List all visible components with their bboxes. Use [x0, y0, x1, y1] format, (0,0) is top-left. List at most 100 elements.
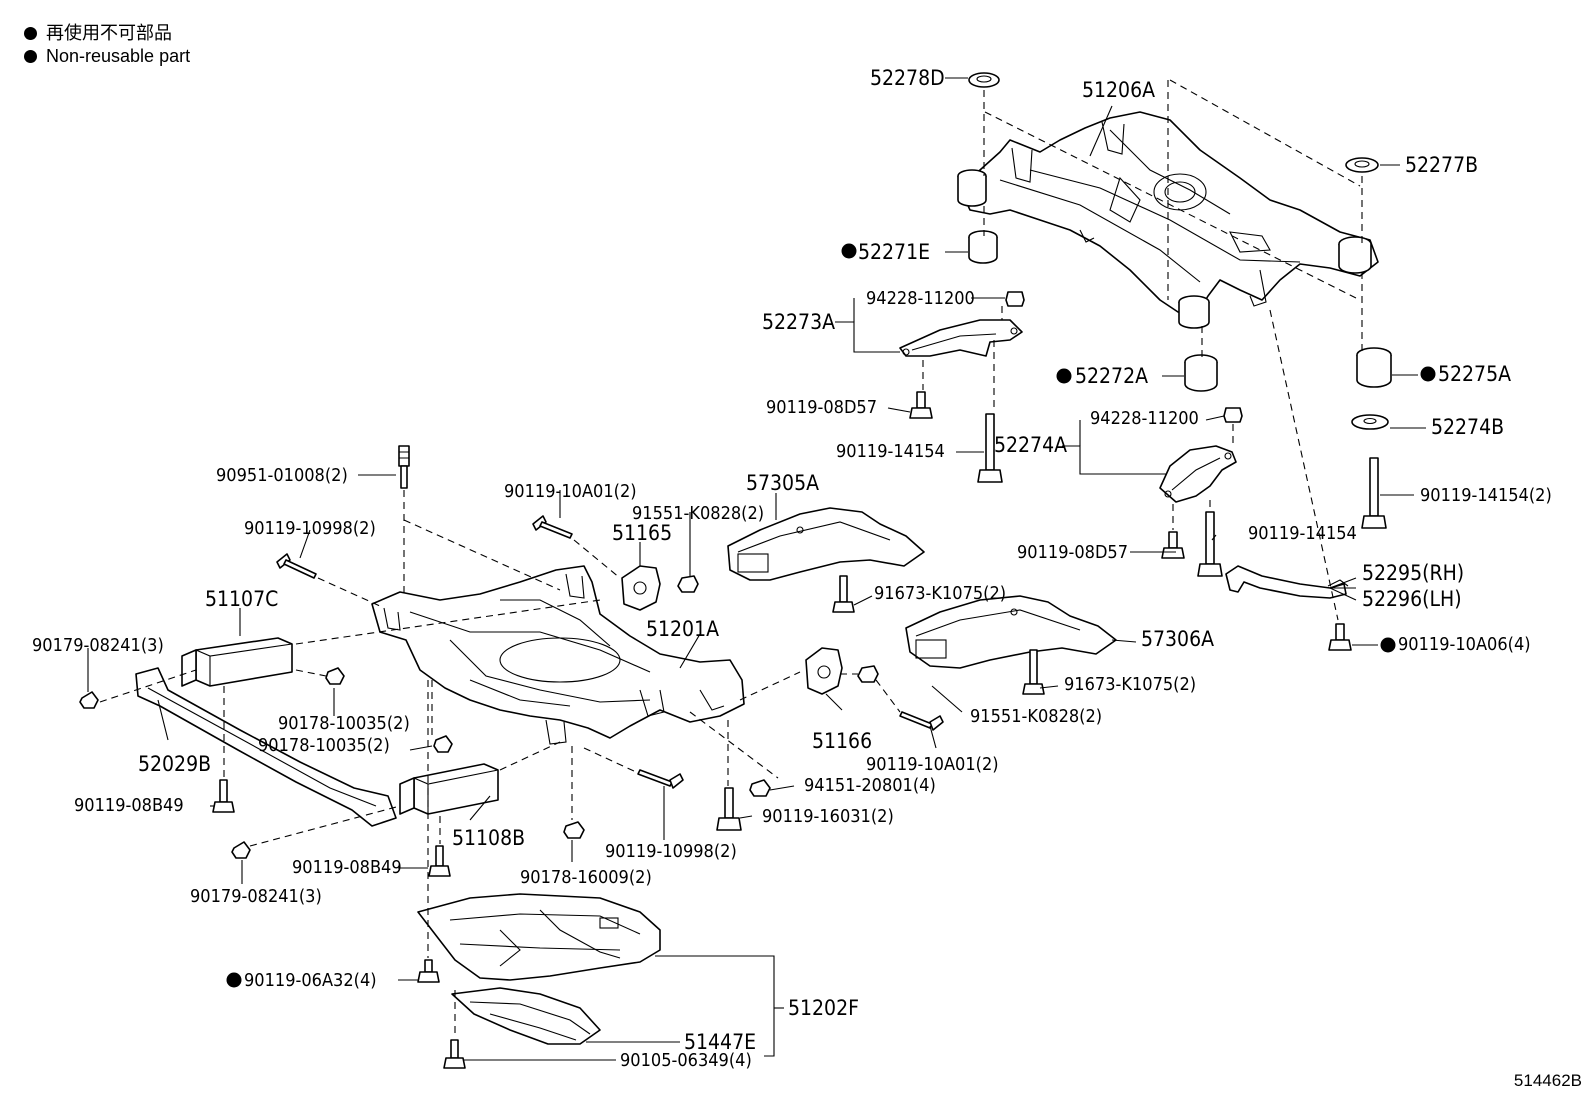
label-90119-08B49-b: 90119-08B49	[292, 857, 402, 878]
label-51202F: 51202F	[788, 996, 859, 1020]
bracket-51165	[621, 565, 661, 611]
crossmember-51201A	[371, 565, 745, 745]
label-57306A: 57306A	[1141, 627, 1214, 651]
label-52029B: 52029B	[138, 752, 211, 776]
label-90119-10A06: 90119-10A06(4)	[1398, 634, 1531, 655]
nut-90178-10035-b	[433, 735, 453, 753]
washer-52277B	[1345, 157, 1379, 173]
bushing-52278D	[968, 72, 1000, 88]
cover-51202F	[417, 893, 661, 981]
diagram-id: 514462B	[1513, 1071, 1582, 1090]
bolt-90119-10A01-b	[899, 711, 944, 731]
label-90178-10035-a: 90178-10035(2)	[278, 713, 410, 734]
bolt-90119-16031	[716, 787, 742, 831]
nut-90178-16009	[563, 821, 585, 839]
label-90178-10035-b: 90178-10035(2)	[258, 735, 390, 756]
bracket-51108B	[399, 763, 499, 815]
label-90119-16031: 90119-16031(2)	[762, 806, 894, 827]
bolt-90119-10A06	[1328, 623, 1352, 651]
label-90119-10998-b: 90119-10998(2)	[605, 841, 737, 862]
part-labels: 52278D 51206A 52277B 52271E 94228-11200 …	[32, 66, 1552, 1071]
bolt-90119-08D57-a	[909, 391, 933, 419]
non-reusable-dot-icon	[841, 243, 857, 259]
bracket-52274A	[1159, 445, 1237, 503]
bolt-90119-14154-b	[1197, 511, 1223, 577]
nut-91551-K0828-a	[677, 575, 699, 593]
non-reusable-marks	[226, 243, 1436, 988]
bracket-51107C	[181, 637, 293, 687]
bracket-52273A	[899, 319, 1023, 357]
nut-94228-11200-b	[1223, 407, 1243, 423]
cover-51447E	[451, 987, 601, 1045]
label-90119-14154-2: 90119-14154(2)	[1420, 485, 1552, 506]
label-52274B: 52274B	[1431, 415, 1504, 439]
nut-91551-K0828-b	[857, 665, 879, 683]
label-91673-K1075-b: 91673-K1075(2)	[1064, 674, 1196, 695]
label-52277B: 52277B	[1405, 153, 1478, 177]
label-90119-14154-b: 90119-14154	[1248, 523, 1357, 544]
legend-text-japanese: 再使用不可部品	[46, 23, 172, 43]
bracket-51166	[805, 647, 843, 695]
label-52271E: 52271E	[858, 240, 930, 264]
rear-subframe-51206A	[957, 111, 1379, 329]
label-52272A: 52272A	[1075, 364, 1148, 388]
bolt-90119-10998-a	[276, 553, 317, 579]
label-94228-11200-b: 94228-11200	[1090, 408, 1199, 429]
label-51108B: 51108B	[452, 826, 525, 850]
label-52278D: 52278D	[870, 66, 945, 90]
label-52273A: 52273A	[762, 310, 835, 334]
bolt-90119-08B49-b	[428, 845, 451, 877]
label-57305A: 57305A	[746, 471, 819, 495]
label-90119-06A32: 90119-06A32(4)	[244, 970, 377, 991]
non-reusable-dot-icon	[1056, 368, 1072, 384]
member-57305A	[727, 507, 925, 581]
label-90119-10A01-b: 90119-10A01(2)	[866, 754, 999, 775]
washer-52274B	[1351, 414, 1389, 430]
label-52275A: 52275A	[1438, 362, 1511, 386]
label-94151-20801: 94151-20801(4)	[804, 775, 936, 796]
label-91551-K0828-b: 91551-K0828(2)	[970, 706, 1102, 727]
legend-english: Non-reusable part	[24, 45, 190, 67]
legend-text-english: Non-reusable part	[46, 46, 191, 66]
label-52295: 52295(RH)	[1362, 561, 1464, 585]
non-reusable-dot-icon	[24, 26, 37, 40]
nut-94228-11200-a	[1005, 291, 1025, 307]
bushing-52275A	[1356, 347, 1392, 388]
bolt-90119-08B49-a	[212, 779, 235, 813]
label-90119-14154-a: 90119-14154	[836, 441, 945, 462]
non-reusable-dot-icon	[1420, 366, 1436, 382]
label-94228-11200-a: 94228-11200	[866, 288, 975, 309]
label-51165: 51165	[612, 521, 672, 545]
nut-90178-10035-a	[325, 667, 345, 685]
label-52274A: 52274A	[994, 433, 1067, 457]
label-90119-08B49-a: 90119-08B49	[74, 795, 184, 816]
bolt-91673-K1075-a	[832, 575, 855, 613]
bolt-90119-10A01-a	[532, 515, 573, 539]
legend-japanese: 再使用不可部品	[24, 22, 172, 44]
label-90179-08241-b: 90179-08241(3)	[190, 886, 322, 907]
label-91673-K1075-a: 91673-K1075(2)	[874, 583, 1006, 604]
bushing-52272A	[1184, 354, 1218, 392]
label-51107C: 51107C	[205, 587, 278, 611]
bolt-91673-K1075-b	[1022, 649, 1045, 695]
stud-90951-01008	[398, 445, 410, 489]
bolt-90119-14154-2	[1361, 457, 1387, 529]
label-51166: 51166	[812, 729, 872, 753]
stabilizer-bar-52029B	[135, 667, 397, 827]
label-51201A: 51201A	[646, 617, 719, 641]
label-90178-16009: 90178-16009(2)	[520, 867, 652, 888]
stabilizer-link-52295	[1225, 565, 1349, 599]
label-91551-K0828-a: 91551-K0828(2)	[632, 503, 764, 524]
label-90119-10A01-a: 90119-10A01(2)	[504, 481, 637, 502]
label-90119-10998-a: 90119-10998(2)	[244, 518, 376, 539]
non-reusable-dot-icon	[226, 972, 242, 988]
nut-90179-08241-b	[231, 841, 251, 859]
bolt-90119-14154-a	[977, 413, 1003, 483]
bolt-90105-06349	[443, 1039, 466, 1069]
label-90119-08D57-b: 90119-08D57	[1017, 542, 1128, 563]
bolt-90119-10998-b	[637, 769, 684, 789]
alignment-lines	[99, 79, 1363, 1038]
leader-lines	[87, 77, 1426, 1061]
non-reusable-dot-icon	[1380, 637, 1396, 653]
member-57306A	[905, 595, 1117, 669]
